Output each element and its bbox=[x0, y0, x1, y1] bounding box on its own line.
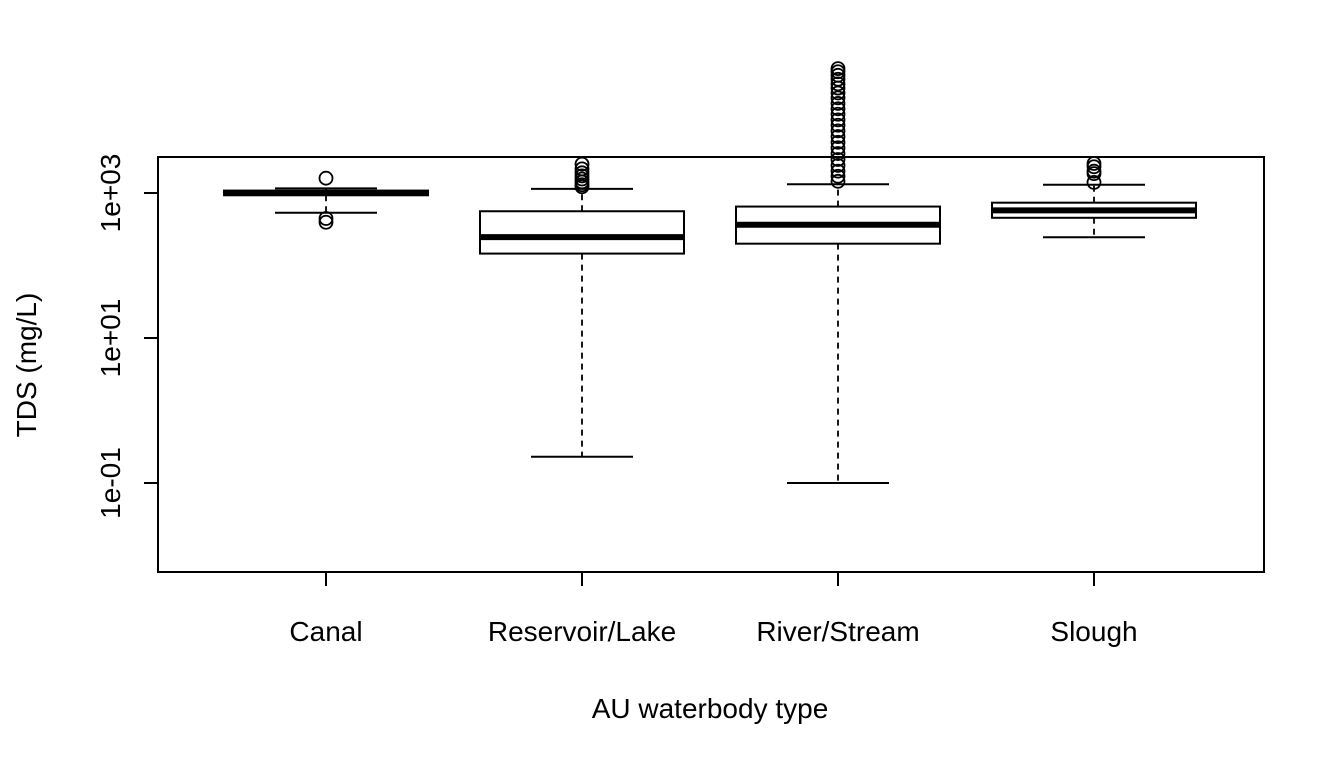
outlier-point bbox=[830, 71, 846, 87]
x-tick-label: River/Stream bbox=[756, 616, 919, 647]
outlier-point bbox=[830, 173, 846, 189]
x-axis: Canal Reservoir/Lake River/Stream Slough bbox=[289, 572, 1138, 647]
outlier-point bbox=[830, 61, 846, 76]
outlier-point bbox=[830, 112, 846, 128]
y-axis-title: TDS (mg/L) bbox=[11, 293, 42, 438]
y-axis: 1e-01 1e+01 1e+03 bbox=[95, 154, 158, 519]
outlier-point bbox=[574, 165, 590, 181]
outlier-point bbox=[1086, 156, 1102, 171]
outlier-point bbox=[830, 101, 846, 117]
outlier-point bbox=[830, 158, 846, 173]
outlier-point bbox=[830, 96, 846, 111]
outlier-point bbox=[830, 67, 846, 83]
box-reservoir-lake bbox=[479, 156, 685, 458]
outlier-point bbox=[830, 117, 846, 133]
y-tick-label: 1e-01 bbox=[95, 447, 126, 519]
x-tick-label: Canal bbox=[289, 616, 362, 647]
outlier-point bbox=[830, 152, 846, 167]
outlier-point bbox=[830, 123, 846, 139]
outlier-point bbox=[318, 214, 334, 230]
box-river-stream bbox=[735, 61, 941, 484]
x-tick-label: Reservoir/Lake bbox=[488, 616, 676, 647]
outlier-point bbox=[574, 156, 590, 172]
outlier-point bbox=[830, 129, 846, 144]
outlier-point bbox=[1086, 163, 1102, 179]
x-axis-title: AU waterbody type bbox=[592, 693, 829, 724]
outlier-point bbox=[830, 134, 846, 150]
plot-frame bbox=[157, 156, 1265, 573]
outlier-point bbox=[830, 140, 846, 156]
y-tick-label: 1e+03 bbox=[95, 154, 126, 233]
outlier-point bbox=[830, 90, 846, 106]
y-tick-label: 1e+01 bbox=[95, 299, 126, 378]
outlier-point bbox=[1086, 175, 1102, 190]
outlier-point bbox=[318, 211, 334, 226]
iqr-box bbox=[479, 210, 685, 255]
outlier-point bbox=[830, 163, 846, 179]
outlier-point bbox=[830, 106, 846, 122]
outlier-point bbox=[830, 168, 846, 184]
box-series bbox=[223, 61, 1197, 484]
box-canal bbox=[223, 170, 429, 230]
x-tick-label: Slough bbox=[1050, 616, 1137, 647]
box-slough bbox=[991, 156, 1197, 239]
outlier-point bbox=[574, 161, 590, 177]
outlier-point bbox=[830, 146, 846, 161]
outlier-point bbox=[318, 170, 334, 186]
